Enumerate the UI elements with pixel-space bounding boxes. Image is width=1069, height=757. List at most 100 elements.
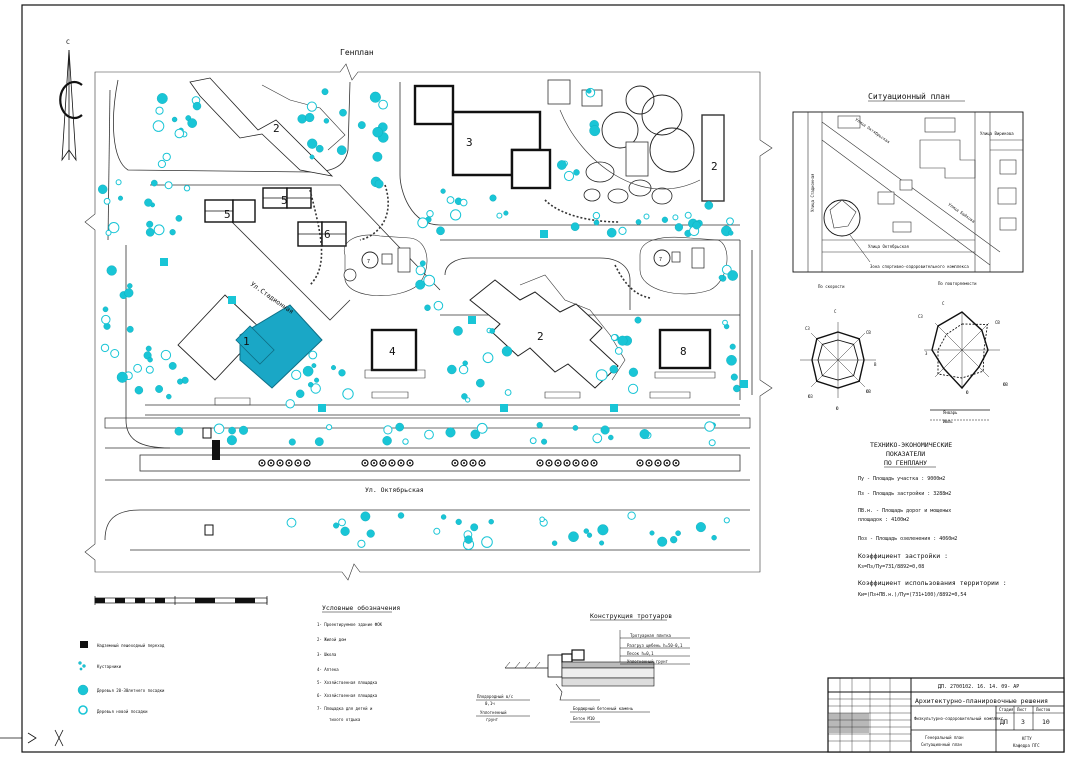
tree [308, 382, 314, 388]
median-tree-dot [481, 462, 483, 464]
wind-rose-frequency: По повторяемости С СЗ СВ З Ю ЮВ Январь И… [918, 281, 1008, 424]
tree [733, 384, 741, 393]
stamp-sheets-header: Листов [1036, 707, 1050, 712]
tree [145, 345, 152, 352]
tree [726, 217, 734, 226]
sidewalk-layer-4: Уплотненный грунт [627, 659, 669, 664]
median-tree-dot [548, 462, 550, 464]
notation-item-1: 1- Проектируемое здание ФОК [317, 622, 383, 627]
tree [228, 426, 236, 435]
wind-speed-se: ЮВ [866, 389, 871, 394]
wind-freq-s: Ю [966, 390, 969, 395]
sidewalk-north [104, 417, 751, 429]
tree [326, 424, 333, 431]
tree [433, 300, 444, 311]
notation-item-2: 2- Жилой дом [317, 637, 346, 642]
tree [539, 516, 545, 523]
tree [627, 511, 636, 520]
tree [291, 369, 302, 380]
sheet-frame [21, 4, 1065, 753]
stamp-drawing-1: Генеральный план [925, 735, 964, 740]
tree [314, 437, 324, 447]
tree [504, 389, 512, 396]
tree [592, 211, 601, 220]
tree [450, 209, 462, 221]
tree [722, 319, 728, 326]
tree [614, 347, 623, 355]
median-tree-dot [584, 462, 586, 464]
legend-tree-old-icon [77, 684, 89, 696]
median-tree-dot [557, 462, 559, 464]
street-horizontal-label: Ул. Октябрьская [365, 486, 424, 494]
tree [177, 378, 184, 385]
rose-shape [931, 311, 989, 390]
tree [306, 101, 317, 112]
tree [617, 335, 628, 346]
tree [339, 108, 347, 117]
sidewalk-left-1: Плодородный в/с [477, 694, 514, 699]
tree [541, 438, 548, 445]
median-tree-dot [593, 462, 595, 464]
tree [296, 389, 305, 398]
tree [424, 304, 431, 311]
park-zone-ne: 2 [547, 79, 725, 205]
tree [357, 539, 366, 548]
tree [145, 365, 154, 374]
corner-mark [1050, 4, 1065, 19]
stamp-drawing-2: Ситуационный план [921, 742, 963, 747]
median-tree-dot [288, 462, 290, 464]
tree [639, 429, 650, 440]
median-tree-dot [639, 462, 641, 464]
tree [475, 378, 485, 388]
wind-legend-jul: Июль [943, 419, 953, 424]
tree [103, 197, 111, 205]
tree [573, 169, 580, 176]
wind-freq-ne: СВ [995, 320, 1000, 325]
tree [536, 422, 543, 429]
tep-pz: Пз - Площадь застройки : 3288м2 [858, 491, 951, 497]
building-2-nw-num: 2 [273, 122, 280, 135]
tree [692, 221, 701, 230]
tree [436, 226, 445, 236]
tree [382, 436, 392, 446]
median-tree-dot [382, 462, 384, 464]
median-tree-dot [279, 462, 281, 464]
notation-item-3: 3- Школа [317, 652, 337, 657]
building-8-num: 8 [680, 345, 687, 358]
wind-freq-title: По повторяемости [938, 281, 977, 286]
tree [309, 154, 315, 160]
stamp-sheets: 10 [1042, 718, 1050, 726]
building-4-num: 4 [389, 345, 396, 358]
tree [168, 361, 177, 370]
building-2-ne-num: 2 [711, 160, 718, 173]
tree [127, 283, 133, 289]
pedestrian-crossing-2 [204, 524, 214, 536]
tree [378, 99, 389, 110]
sidewalk-bottom-1: Бордюрный бетонный камень [573, 706, 634, 711]
tree [297, 114, 307, 124]
rose-shape [817, 339, 859, 381]
tree [369, 91, 381, 103]
tree [397, 512, 405, 519]
road-north-inner [399, 82, 740, 226]
tree [609, 365, 618, 374]
tree [152, 120, 165, 132]
building-2-center-num: 2 [537, 330, 544, 343]
tree [164, 181, 173, 190]
tree [727, 270, 739, 281]
rose-axis [810, 359, 839, 388]
tree [489, 194, 497, 202]
tree [661, 216, 669, 223]
tree [192, 101, 202, 111]
legend-crossing-icon [80, 641, 88, 648]
tree [305, 112, 315, 123]
tree [153, 224, 165, 236]
rose-axis [961, 349, 990, 378]
median-tree-dot [566, 462, 568, 464]
tree [426, 210, 434, 218]
building-3-part-2 [510, 148, 552, 190]
legend-shrub-label: Кустарники [97, 664, 122, 669]
tree [415, 265, 426, 276]
playground-7-center-num: 7 [367, 259, 370, 265]
